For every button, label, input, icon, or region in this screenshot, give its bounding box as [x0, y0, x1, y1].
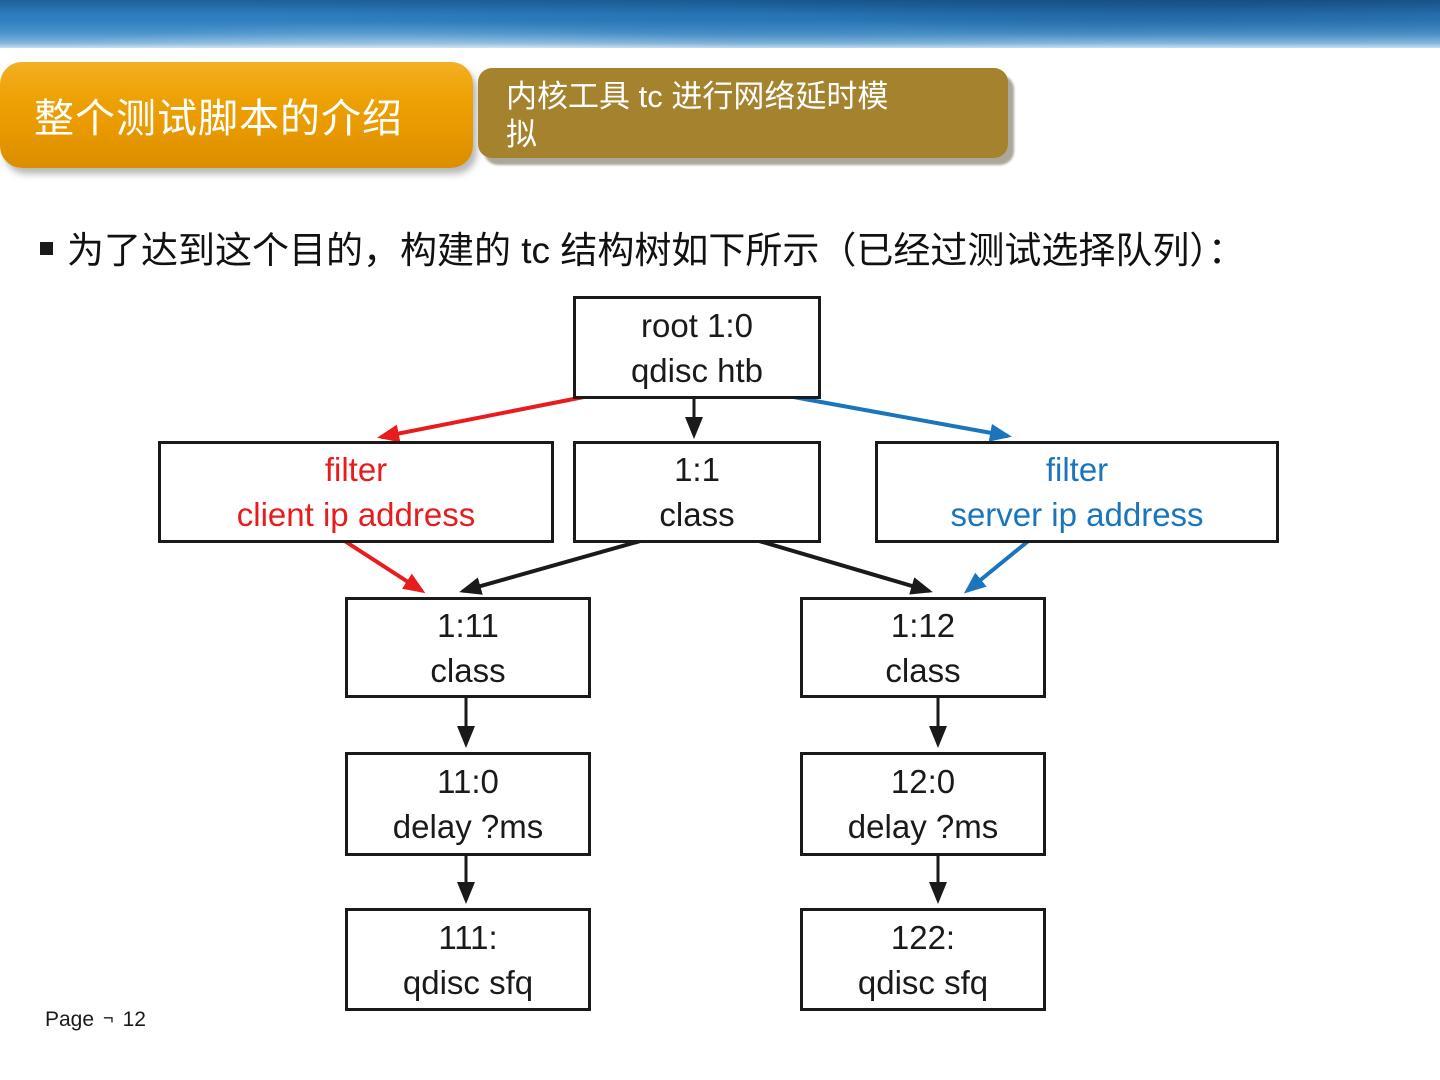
edge-filter-client-class111: [338, 536, 426, 594]
node-class-1-12-line2: class: [885, 651, 961, 689]
page-separator-symbol: ¬: [103, 1008, 114, 1028]
node-delay-12-0-line2: delay ?ms: [847, 808, 999, 845]
bullet-square-icon: [40, 242, 53, 255]
node-filter-server: filter server ip address: [875, 441, 1279, 543]
slide-title-plate: 整个测试脚本的介绍: [0, 62, 473, 168]
node-root-line2: qdisc htb: [630, 351, 764, 389]
edge-class11-class111: [459, 536, 652, 595]
node-sfq-111: 111: qdisc sfq: [345, 908, 591, 1011]
page-number: 12: [122, 1008, 146, 1031]
node-filter-server-line2: server ip address: [950, 496, 1204, 533]
node-filter-client-line1: filter: [324, 451, 388, 488]
page-label: Page: [45, 1008, 95, 1031]
node-delay-11-0-line2: delay ?ms: [392, 808, 544, 845]
node-delay-12-0-line1: 12:0: [890, 763, 956, 800]
edge-root-filter-client: [377, 392, 600, 443]
page-footer: Page ¬ 12: [45, 1008, 146, 1032]
slide-title: 整个测试脚本的介绍: [34, 97, 403, 141]
slide-subtitle: 内核工具 tc 进行网络延时模 拟: [506, 79, 889, 152]
node-root-line1: root 1:0: [641, 306, 753, 344]
node-delay-11-0-line1: 11:0: [437, 763, 499, 800]
node-sfq-111-line1: 111:: [438, 918, 498, 956]
node-sfq-122: 122: qdisc sfq: [800, 908, 1046, 1011]
node-sfq-122-line2: qdisc sfq: [857, 963, 989, 1001]
bullet-row: 为了达到这个目的，构建的 tc 结构树如下所示（已经过测试选择队列）：: [40, 226, 1410, 276]
node-class-1-11-line2: class: [430, 651, 506, 689]
node-class-1-11: 1:11 class: [345, 597, 591, 698]
edge-class11-class112: [748, 536, 933, 595]
slide-subtitle-plate: 内核工具 tc 进行网络延时模 拟: [478, 68, 1008, 158]
node-root: root 1:0 qdisc htb: [573, 296, 821, 399]
node-class-1-12: 1:12 class: [800, 597, 1046, 698]
node-sfq-122-line1: 122:: [890, 918, 956, 956]
node-delay-12-0: 12:0 delay ?ms: [800, 752, 1046, 856]
node-class-1-12-line1: 1:12: [890, 606, 956, 644]
sky-banner-image: [0, 0, 1440, 48]
edge-root-filter-server: [776, 392, 1012, 442]
node-filter-client: filter client ip address: [158, 441, 554, 543]
node-filter-client-line2: client ip address: [236, 496, 476, 533]
node-sfq-111-line2: qdisc sfq: [402, 963, 534, 1001]
bullet-text: 为了达到这个目的，构建的 tc 结构树如下所示（已经过测试选择队列）：: [67, 230, 1245, 271]
node-class-1-1-line2: class: [659, 496, 735, 533]
edge-filter-server-class112: [963, 536, 1034, 594]
node-filter-server-line1: filter: [1045, 451, 1109, 488]
node-delay-11-0: 11:0 delay ?ms: [345, 752, 591, 856]
node-class-1-11-line1: 1:11: [437, 606, 499, 644]
node-class-1-1: 1:1 class: [573, 441, 821, 543]
node-class-1-1-line1: 1:1: [674, 451, 720, 488]
